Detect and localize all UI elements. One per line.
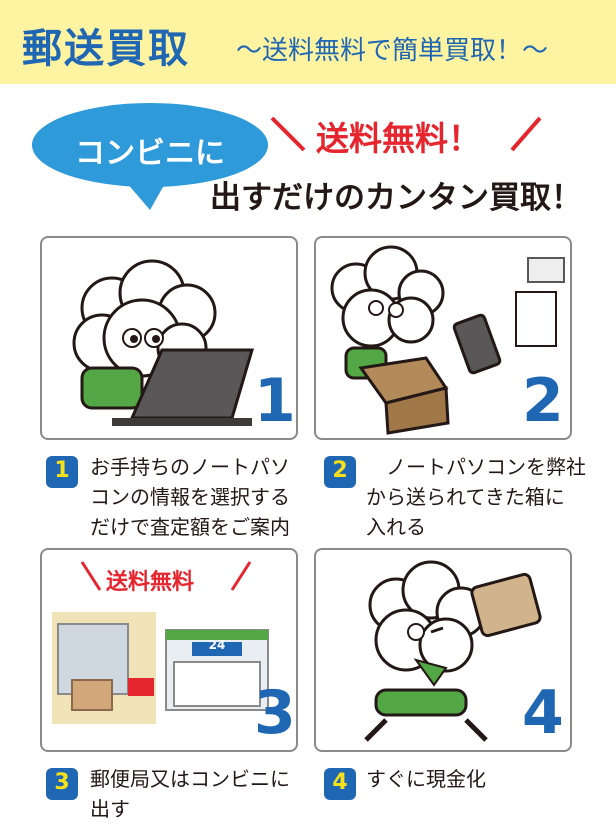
step-badge-4: 4 <box>324 768 356 800</box>
store-sign: 24 <box>208 638 226 652</box>
panel-number: 3 <box>254 678 296 748</box>
speech-bubble-icon <box>32 103 542 210</box>
step-text-2: ノートパソコンを弊社 から送られてきた箱に 入れる <box>366 455 586 539</box>
mascot-laptop-icon <box>72 259 255 426</box>
post-office-store-icon <box>52 561 269 724</box>
panel-step-2: 2 <box>314 236 572 440</box>
page-title: 郵送買取 <box>22 26 190 72</box>
mascot-cash-icon <box>364 560 542 742</box>
free-shipping-text: 送料無料！ <box>316 119 481 158</box>
panel-step-4: 4 <box>314 548 572 752</box>
panel-step-1: 1 <box>40 236 298 440</box>
free-shipping-small: 送料無料 <box>106 570 195 595</box>
step-text-3: 郵便局又はコンビニに 出す <box>90 767 290 821</box>
page-subtitle: 〜送料無料で簡単買取！〜 <box>236 36 549 66</box>
panel-step-3: 24 3 <box>40 548 298 752</box>
step-text-4: すぐに現金化 <box>366 767 486 791</box>
step-text-1: お手持ちのノートパソ コンの情報を選択する だけで査定額をご案内 <box>90 455 290 539</box>
mascot-box-icon <box>330 245 565 435</box>
tagline-text: 出すだけのカンタン買取！ <box>210 180 582 216</box>
step-badge-1: 1 <box>46 456 78 488</box>
step-badge-3: 3 <box>46 768 78 800</box>
header-banner: 郵送買取 〜送料無料で簡単買取！〜 <box>0 0 616 84</box>
panel-number: 2 <box>522 366 564 436</box>
panel-number: 4 <box>522 678 564 748</box>
step-badge-2: 2 <box>324 456 356 488</box>
bubble-text: コンビニに <box>75 136 225 171</box>
panel-number: 1 <box>254 366 296 436</box>
